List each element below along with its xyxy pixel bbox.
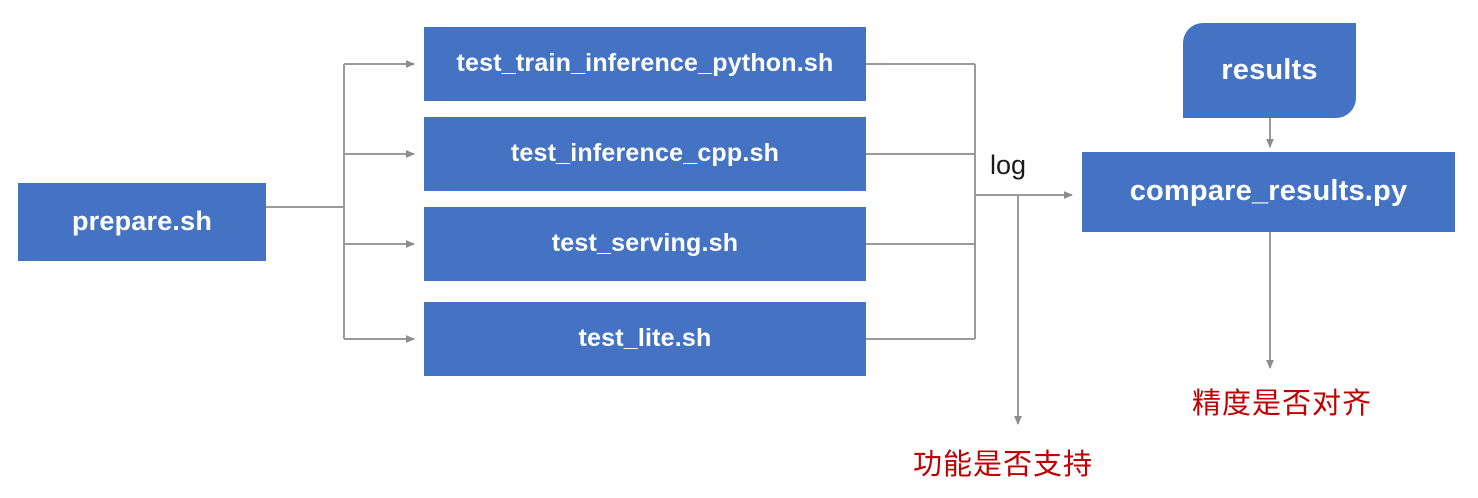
node-test-inference-cpp-sh[interactable]: test_inference_cpp.sh (424, 117, 866, 191)
node-results[interactable]: results (1183, 23, 1356, 118)
edge-tests-to-collector (866, 63, 976, 340)
annotation-precision-aligned: 精度是否对齐 (1192, 388, 1373, 420)
edge-prepare-to-trunk (266, 64, 345, 339)
node-test-serving-sh[interactable]: test_serving.sh (424, 207, 866, 281)
annotation-function-supported: 功能是否支持 (913, 449, 1094, 481)
node-test-lite-sh[interactable]: test_lite.sh (424, 302, 866, 376)
node-test-train-inference-python-sh[interactable]: test_train_inference_python.sh (424, 27, 866, 101)
node-prepare-sh[interactable]: prepare.sh (18, 183, 266, 261)
node-compare-results-py[interactable]: compare_results.py (1082, 152, 1455, 232)
edge-label-log: log (990, 150, 1027, 180)
